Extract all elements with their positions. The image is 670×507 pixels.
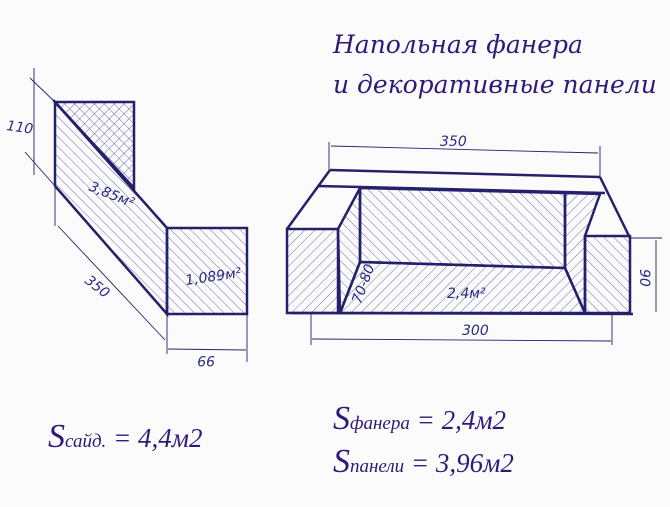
formula-s: S <box>48 418 65 455</box>
formula-s: S <box>333 400 350 437</box>
formula-value: = 2,4м2 <box>409 405 507 435</box>
formula-value: = 3,96м2 <box>404 448 514 478</box>
formula-siding: Sсайд. = 4,4м2 <box>48 418 203 456</box>
back-panel <box>358 186 567 270</box>
formula-plywood: Sфанера = 2,4м2 <box>333 400 506 438</box>
dim-350-left: 350 <box>82 273 113 302</box>
area-square: 1,089м² <box>184 265 242 289</box>
dim-99: 99 <box>197 352 215 368</box>
formula-s: S <box>333 443 350 480</box>
title-line-1: Напольная фанера <box>333 30 583 59</box>
formula-sub: сайд. <box>65 431 107 452</box>
dim-90: 90 <box>636 269 652 287</box>
square-panel <box>165 226 249 316</box>
formula-panels: Sпанели = 3,96м2 <box>333 443 514 481</box>
dim-110: 110 <box>5 118 34 138</box>
area-floor: 2,4м² <box>447 286 486 302</box>
title-line-2: и декоративные панели <box>333 70 657 99</box>
formula-value: = 4,4м2 <box>106 423 203 453</box>
formula-sub: фанера <box>350 413 410 434</box>
formula-sub: панели <box>350 456 405 477</box>
dim-350-right: 350 <box>440 134 467 150</box>
dim-300: 300 <box>462 323 489 339</box>
